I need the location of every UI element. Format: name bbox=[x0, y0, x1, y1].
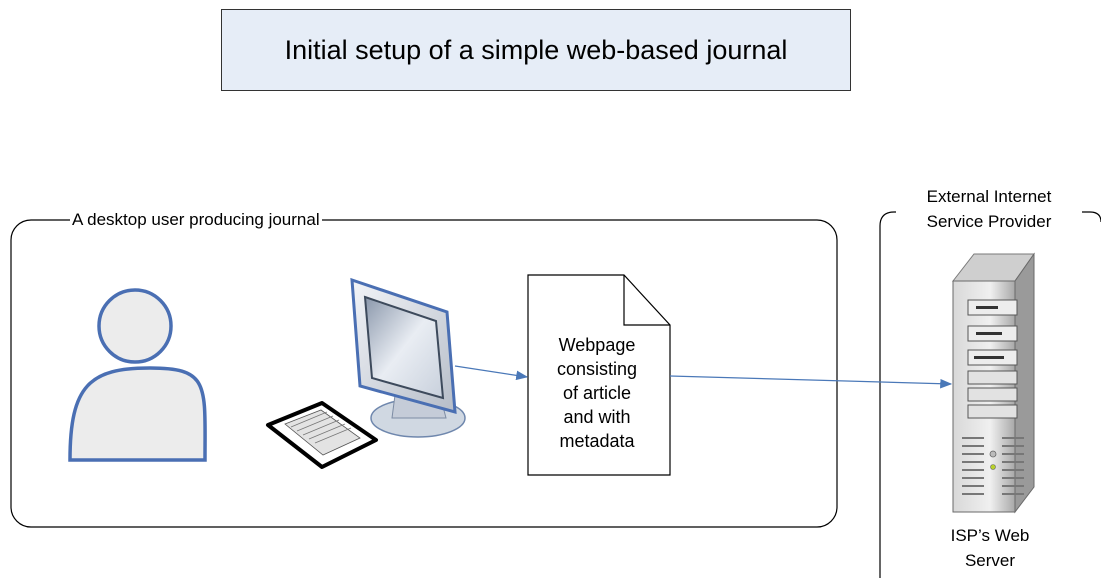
arrow-computer-to-document bbox=[454, 365, 529, 381]
isp-label-line1: External Internet bbox=[926, 187, 1052, 206]
server-label-line2: Server bbox=[964, 551, 1016, 570]
document-line: Webpage bbox=[558, 335, 636, 355]
document-line: and with bbox=[563, 407, 631, 427]
isp-group-frame bbox=[879, 211, 1101, 578]
computer-monitor-icon bbox=[350, 277, 466, 438]
desktop-group-label: A desktop user producing journal bbox=[70, 210, 322, 230]
document-text: Webpage consisting of article and with m… bbox=[530, 333, 664, 453]
document-line: of article bbox=[562, 383, 632, 403]
desktop-group-frame bbox=[10, 219, 838, 528]
document-line: metadata bbox=[559, 431, 635, 451]
document-line: consisting bbox=[556, 359, 638, 379]
keyboard-icon bbox=[266, 401, 378, 469]
title-box: Initial setup of a simple web-based jour… bbox=[221, 9, 851, 91]
server-label-line1: ISP’s Web bbox=[950, 526, 1030, 545]
diagram-title: Initial setup of a simple web-based jour… bbox=[284, 34, 788, 65]
server-label: ISP’s Web Server bbox=[915, 523, 1065, 573]
isp-group-label: External Internet Service Provider bbox=[896, 184, 1082, 234]
document-icon bbox=[527, 274, 671, 476]
server-tower-icon bbox=[951, 252, 1035, 514]
arrow-document-to-server bbox=[669, 375, 953, 389]
user-icon bbox=[68, 288, 207, 462]
isp-label-line2: Service Provider bbox=[926, 212, 1052, 231]
